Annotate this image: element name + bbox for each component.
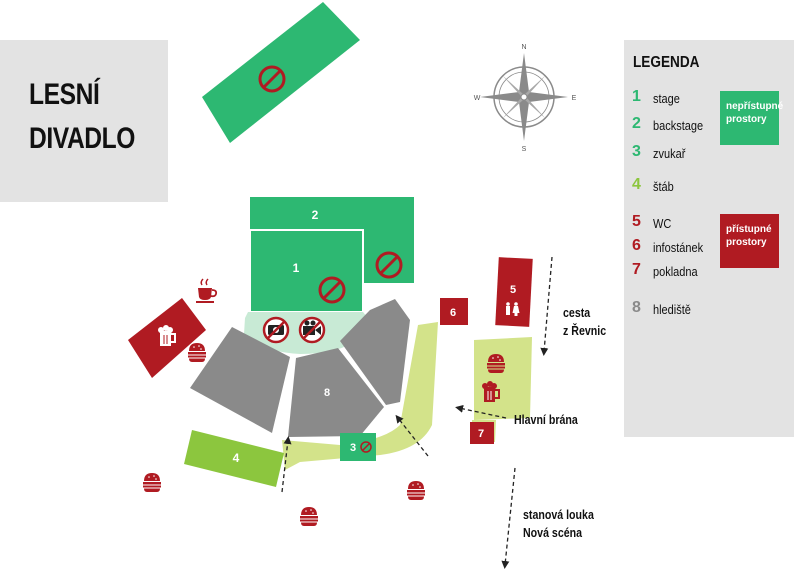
legend-num-1: 1 [632, 88, 641, 105]
arrow-from-revnice [540, 256, 553, 356]
burger-icon [300, 507, 318, 526]
area-label-ticket: 7 [478, 428, 484, 440]
stage-area: 1 [249, 229, 364, 313]
legend-label-auditorium: hlediště [653, 303, 691, 317]
arrow-gate-path [395, 414, 429, 457]
area-label-stage: 1 [293, 261, 300, 275]
top-restricted-area [202, 2, 360, 143]
legend-num-7: 7 [632, 261, 641, 278]
area-label-crew: 4 [233, 451, 240, 465]
burger-icon [487, 354, 505, 373]
compass-s: S [522, 146, 527, 153]
area-label-backstage: 2 [312, 208, 319, 222]
legend-panel: LEGENDA 1 stage 2 backstage 3 zvukař nep… [624, 40, 794, 437]
legend-group-accessible: přístupné prostory [720, 214, 779, 268]
compass-n: N [521, 44, 526, 51]
legend-label-crew: štáb [653, 180, 674, 194]
visitor-path [282, 322, 438, 470]
page-title-line2: DIVADLO [29, 122, 136, 155]
legend-group-inaccessible: nepřístupné prostory [720, 91, 783, 145]
burger-icon [407, 481, 425, 500]
area-label-info: 6 [450, 307, 456, 319]
compass-e: E [572, 95, 577, 102]
backstage-area: 2 [250, 197, 414, 283]
sound-desk: 3 [340, 433, 376, 461]
beer-icon [158, 325, 176, 346]
legend-num-2: 2 [632, 115, 641, 132]
annotation-tent-meadow: stanová louka Nová scéna [523, 506, 594, 542]
beer-icon [482, 381, 500, 402]
legend-label-backstage: backstage [653, 119, 704, 133]
toilet-icon [506, 302, 520, 316]
orchestra-pit [244, 312, 368, 354]
coffee-icon [196, 278, 218, 303]
legend-title: LEGENDA [633, 54, 700, 71]
no-video-icon [298, 316, 326, 344]
legend-label-sound: zvukař [653, 147, 686, 161]
bar-area [128, 298, 206, 378]
auditorium: 8 [190, 299, 410, 437]
compass-rose-icon: N S E W [474, 44, 577, 153]
burger-icon [188, 343, 206, 362]
area-label-sound: 3 [350, 442, 356, 454]
legend-num-3: 3 [632, 143, 641, 160]
legend-num-8: 8 [632, 299, 641, 316]
burger-icon [143, 473, 161, 492]
no-entry-icon [360, 441, 372, 453]
arrow-main-gate [455, 404, 507, 419]
annotation-line: cesta [563, 306, 591, 320]
no-photo-icon [262, 316, 290, 344]
page-title-line1: LESNÍ [29, 78, 100, 111]
wc-area: 5 [495, 257, 533, 327]
legend-num-6: 6 [632, 237, 641, 254]
title-panel: LESNÍ DIVADLO [0, 40, 168, 202]
annotation-line: Nová scéna [523, 526, 583, 540]
legend-label-wc: WC [653, 217, 672, 231]
crew-area: 4 [184, 430, 284, 487]
annotation-path-revnice: cesta z Řevnic [563, 304, 606, 340]
area-label-auditorium: 8 [324, 387, 330, 399]
annotation-main-gate: Hlavní brána [514, 413, 578, 427]
legend-num-5: 5 [632, 213, 641, 230]
arrow-to-tent-meadow [501, 467, 516, 569]
annotation-line: z Řevnic [563, 324, 607, 338]
legend-label-ticket: pokladna [653, 265, 698, 279]
info-booth: 6 [440, 298, 468, 325]
compass-w: W [474, 95, 481, 102]
ticket-booth: 7 [470, 422, 494, 444]
annotation-line: stanová louka [523, 508, 594, 522]
area-label-wc: 5 [510, 284, 516, 296]
legend-num-4: 4 [632, 176, 641, 193]
legend-label-stage: stage [653, 92, 680, 106]
arrow-crew-path [281, 436, 292, 493]
legend-label-info: infostánek [653, 241, 704, 255]
